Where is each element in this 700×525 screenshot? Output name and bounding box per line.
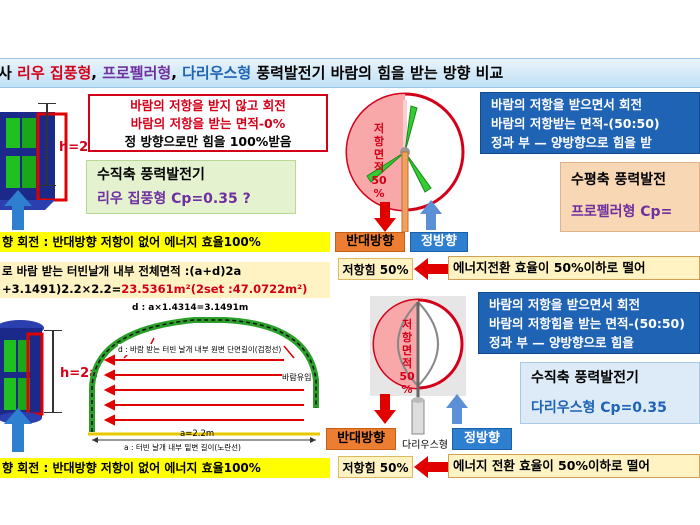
propeller-red-arrow-left bbox=[414, 258, 448, 280]
title-darrieus: 다리우스형 bbox=[182, 64, 252, 82]
dimension-cap-bottom bbox=[38, 185, 56, 186]
darrieus-opposite-label: 반대방향 bbox=[326, 428, 396, 450]
turbine-diagram-bottom-icon bbox=[0, 320, 44, 424]
darrieus-icon bbox=[370, 296, 466, 435]
darrieus-type-box: 수직축 풍력발전기 다리우스형 Cp=0.35 bbox=[520, 362, 700, 424]
area-value: 23.5361m² bbox=[121, 282, 191, 296]
liu-turbine-bottom bbox=[0, 318, 50, 438]
liu-type-box: 수직축 풍력발전기 리우 집풍형 Cp=0.35 ? bbox=[86, 160, 296, 214]
propeller-feature-box: 바람의 저항을 받으면서 회전 바람의 저항받는 면적-(50:50) 정과 부… bbox=[480, 92, 700, 154]
title-liu: 리우 집풍형 bbox=[17, 64, 92, 82]
title-text: 사 리우 집풍형, 프로펠러형, 다리우스형 풍력발전기 바람의 힘을 받는 방… bbox=[0, 64, 504, 82]
darrieus-red-arrow-down bbox=[374, 394, 396, 424]
diagram-width-label: a=2.2m bbox=[180, 429, 215, 439]
dimension-cap-b1 bbox=[44, 330, 62, 331]
title-propeller: 프로펠러형 bbox=[102, 64, 172, 82]
dimension-label-top: h=2a bbox=[59, 140, 97, 155]
title-tail: 풍력발전기 바람의 힘을 받는 방향 비교 bbox=[251, 64, 504, 82]
area-2set: (2set :47.0722m²) bbox=[190, 282, 308, 296]
diagram-a-desc: a : 터빈 날개 내부 밑변 길이(노란선) bbox=[124, 443, 241, 452]
area-calc-line2: +3.1491)2.2×2.2=23.5361m²(2set :47.0722m… bbox=[0, 280, 330, 298]
propeller-efficiency-label: 에너지전환 효율이 50%이하로 떨어 bbox=[448, 256, 700, 280]
title-bar: 사 리우 집풍형, 프로펠러형, 다리우스형 풍력발전기 바람의 힘을 받는 방… bbox=[0, 58, 700, 88]
darrieus-resist-label: 저항힘 50% bbox=[338, 456, 413, 478]
propeller-icon bbox=[345, 92, 465, 233]
airflow-diagram-icon bbox=[88, 317, 320, 443]
propeller-illustration bbox=[345, 92, 470, 233]
propeller-blue-arrow-up bbox=[420, 200, 442, 230]
dimension-line-top bbox=[46, 103, 48, 185]
dimension-cap-top bbox=[38, 103, 56, 104]
darrieus-model-label: 다리우스형 bbox=[402, 440, 448, 451]
liu-feature-box: 바람의 저항을 받지 않고 회전 바람의 저항을 받는 면적-0% 정 방향으로… bbox=[88, 94, 328, 152]
diagram-wind-in: 바람유입 bbox=[282, 372, 312, 383]
darrieus-vertical-text: 저 항 면 적 50 % bbox=[399, 318, 415, 396]
propeller-forward-label: 정방향 bbox=[410, 232, 468, 252]
dimension-cap-b2 bbox=[44, 412, 62, 413]
darrieus-forward-label: 정방향 bbox=[452, 428, 512, 450]
diagram-d-desc: d : 바람 받는 터빈 날개 내부 원변 단면길이(검정선) bbox=[118, 344, 282, 355]
propeller-vertical-text: 저 항 면 적 50 % bbox=[371, 122, 387, 200]
darrieus-illustration bbox=[368, 296, 468, 446]
dimension-label-bottom: h=2a bbox=[60, 366, 98, 381]
wind-arrow-up-bottom bbox=[4, 408, 32, 452]
area-calc-line1: 로 바람 받는 터빈날개 내부 전체면적 :(a+d)2a bbox=[0, 262, 330, 280]
darrieus-feature-box: 바람의 저항을 받으면서 회전 바람의 저항힘을 받는 면적-(50:50) 정… bbox=[478, 292, 700, 354]
liu-efficiency-strip-bottom: 향 회전 : 반대방향 저항이 없어 에너지 효율100% bbox=[0, 458, 330, 478]
propeller-type-box: 수평축 풍력발전 프로펠러형 Cp= bbox=[560, 162, 700, 232]
propeller-red-arrow-down bbox=[374, 202, 396, 232]
darrieus-blue-arrow-up bbox=[446, 394, 468, 424]
propeller-resist-label: 저항힘 50% bbox=[338, 258, 413, 280]
diagram-d-formula: d : a×1.4314=3.1491m bbox=[132, 303, 249, 313]
cross-section-diagram bbox=[84, 300, 329, 450]
darrieus-red-arrow-left bbox=[414, 456, 448, 478]
wind-arrow-up-top bbox=[4, 190, 32, 230]
dimension-line-bottom bbox=[52, 330, 54, 412]
propeller-opposite-label: 반대방향 bbox=[335, 232, 405, 252]
darrieus-efficiency-label: 에너지 전환 효율이 50%이하로 떨어 bbox=[448, 454, 700, 478]
liu-efficiency-strip-top: 향 회전 : 반대방향 저항이 없어 에너지 효율100% bbox=[0, 232, 330, 252]
